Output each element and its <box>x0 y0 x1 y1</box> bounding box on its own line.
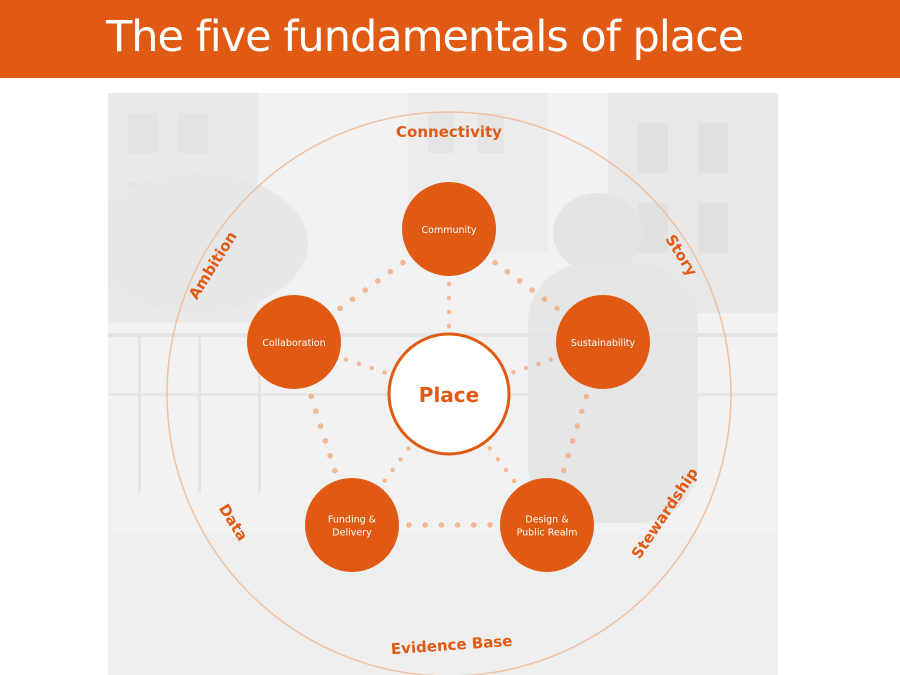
connection-dot <box>332 467 338 474</box>
connection-dot <box>322 438 329 444</box>
node-label: Public Realm <box>517 528 578 539</box>
connection-dot <box>327 453 333 459</box>
place-label: Place <box>419 383 479 407</box>
spoke-dot <box>446 295 452 301</box>
node-design: Design & Public Realm <box>500 478 594 572</box>
node-label: Funding & <box>328 515 377 526</box>
connection-dot <box>422 522 429 528</box>
node-label: Delivery <box>332 528 372 539</box>
node-label: Collaboration <box>262 338 325 349</box>
connection-dot <box>504 269 511 275</box>
connection-dot <box>554 305 560 312</box>
node-collaboration: Collaboration <box>247 295 341 389</box>
connection-dot <box>400 259 406 266</box>
connection-dot <box>541 296 548 303</box>
node-sustainability: Sustainability <box>556 295 650 389</box>
place-circle <box>387 332 511 456</box>
connection-dot <box>487 522 493 528</box>
connection-dot <box>574 423 581 429</box>
spoke-dot <box>446 309 452 315</box>
ring-label-connectivity: Connectivity <box>396 123 502 141</box>
spoke-dot <box>356 361 362 366</box>
connection-dot <box>375 278 381 284</box>
connection-dot <box>313 408 319 415</box>
spoke-dot <box>398 457 403 462</box>
spoke-dot <box>343 357 349 362</box>
connection-dot <box>362 287 369 293</box>
connection-dot <box>471 522 477 528</box>
spoke-dot <box>446 281 452 287</box>
dotted-spokes <box>343 281 554 484</box>
node-circle <box>247 295 341 389</box>
title-banner: The five fundamentals of place <box>0 0 900 78</box>
page-title: The five fundamentals of place <box>106 12 744 62</box>
spoke-dot <box>382 370 387 375</box>
spoke-dot <box>382 478 387 483</box>
node-funding: Funding & Delivery <box>305 478 399 572</box>
spoke-dot <box>406 446 411 451</box>
node-label: Design & <box>525 515 569 526</box>
dotted-connections <box>308 259 590 528</box>
connection-dot <box>337 305 343 312</box>
connection-dot <box>317 423 324 429</box>
node-community: Community <box>402 182 496 276</box>
spoke-dot <box>511 370 516 375</box>
connection-dot <box>583 393 590 400</box>
connection-dot <box>406 522 412 528</box>
connection-dot <box>579 408 585 415</box>
ring-label-data: Data <box>215 501 251 544</box>
node-label: Community <box>422 225 477 236</box>
connection-dot <box>492 259 498 266</box>
node-circle <box>402 182 496 276</box>
connection-dot <box>560 467 567 474</box>
spoke-dot <box>446 323 452 329</box>
connection-dot <box>569 438 576 444</box>
spoke-dot <box>523 365 529 371</box>
node-circle <box>556 295 650 389</box>
spoke-dot <box>390 467 395 473</box>
spoke-dot <box>548 357 554 362</box>
node-circle <box>305 478 399 572</box>
connection-dot <box>529 287 535 293</box>
spoke-dot <box>495 457 500 462</box>
spoke-dot <box>503 467 509 473</box>
connection-dot <box>387 268 394 275</box>
ring-label-evidence-base: Evidence Base <box>390 632 513 658</box>
connection-dot <box>565 452 571 459</box>
connection-dot <box>454 522 461 528</box>
connection-dot <box>308 393 315 400</box>
connection-dot <box>349 296 356 303</box>
node-label: Sustainability <box>571 338 636 349</box>
connection-dot <box>517 278 523 284</box>
connection-dot <box>438 522 445 528</box>
spoke-dot <box>536 361 541 366</box>
spoke-dot <box>487 446 492 451</box>
spoke-dot <box>369 365 374 371</box>
outer-ring <box>166 111 732 675</box>
node-circle <box>500 478 594 572</box>
ring-label-stewardship: Stewardship <box>628 464 702 562</box>
spoke-dot <box>511 478 517 484</box>
